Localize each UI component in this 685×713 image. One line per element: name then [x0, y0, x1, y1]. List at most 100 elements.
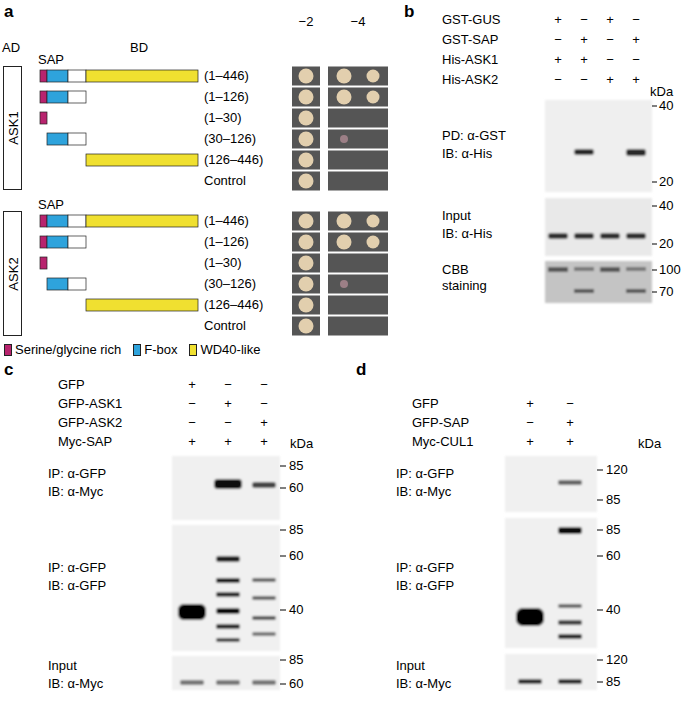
domain-bars	[40, 112, 47, 124]
sign-mark: +	[224, 396, 232, 412]
size-marker: 85	[289, 652, 303, 668]
western-blot	[548, 233, 568, 239]
size-marker: 60	[606, 548, 620, 564]
yeast-spots	[292, 212, 388, 336]
sign-mark: +	[606, 72, 614, 88]
construct-name: GFP	[58, 377, 85, 393]
panel-letter: c	[4, 360, 13, 380]
western-blot	[548, 267, 568, 272]
legend-swatch	[4, 344, 12, 356]
domain-bars	[86, 154, 198, 166]
yeast-spots	[299, 132, 314, 147]
marker-ticks	[597, 530, 603, 531]
construct-range: (126–446)	[204, 152, 263, 168]
construct-range: (1–446)	[204, 68, 249, 84]
domain-bars	[86, 70, 198, 82]
domain-bars	[40, 70, 47, 82]
yeast-spots	[299, 90, 314, 105]
marker-ticks	[280, 610, 286, 611]
western-blot	[558, 604, 582, 608]
marker-ticks	[597, 470, 603, 471]
western-blot	[252, 616, 276, 620]
yeast-spots	[328, 151, 388, 170]
construct-name: His-ASK2	[442, 72, 498, 88]
sign-mark: −	[580, 72, 588, 88]
yeast-spots	[328, 172, 388, 191]
western-blot	[574, 233, 594, 239]
label-text: kDa	[638, 436, 661, 452]
label-text: IB: α-His	[442, 146, 492, 162]
sign-mark: −	[260, 396, 268, 412]
construct-range: (30–126)	[204, 276, 256, 292]
western-blot	[545, 261, 652, 303]
label-text: AD	[2, 40, 20, 56]
yeast-spots	[328, 88, 388, 107]
western-blot	[180, 680, 204, 685]
size-marker: 40	[659, 98, 673, 114]
size-marker: 120	[606, 652, 628, 668]
construct-name: GST-GUS	[442, 12, 501, 28]
western-blot	[545, 100, 652, 192]
construct-range: (1–126)	[204, 234, 249, 250]
construct-range: (1–126)	[204, 89, 249, 105]
sign-mark: −	[566, 396, 574, 412]
marker-ticks	[652, 182, 657, 183]
sign-mark: +	[566, 415, 574, 431]
sign-mark: −	[606, 32, 614, 48]
marker-ticks	[652, 106, 657, 107]
legend-text: Serine/glycine rich	[15, 342, 121, 358]
western-blot	[626, 267, 646, 271]
label-text: IB: α-Myc	[48, 676, 103, 692]
domain-bars	[47, 133, 68, 145]
size-marker: 20	[659, 236, 673, 252]
sign-mark: +	[554, 12, 562, 28]
marker-ticks	[280, 530, 286, 531]
label-text: PD: α-GST	[442, 128, 506, 144]
domain-bars	[68, 70, 86, 82]
western-blot	[558, 620, 582, 625]
sign-mark: −	[188, 415, 196, 431]
size-marker: 100	[659, 262, 681, 278]
dilution-label: −2	[299, 14, 314, 30]
legend-swatch	[133, 344, 141, 356]
marker-ticks	[597, 660, 603, 661]
western-blot	[172, 525, 280, 651]
construct-range: (1–446)	[204, 213, 249, 229]
label-text: IP: α-GFP	[396, 560, 454, 576]
marker-ticks	[652, 244, 657, 245]
yeast-spots	[337, 90, 352, 105]
yeast-spots	[367, 91, 380, 104]
label-text: kDa	[650, 84, 673, 100]
sign-mark: +	[260, 415, 268, 431]
label-text: IB: α-GFP	[396, 578, 454, 594]
sign-mark: −	[224, 377, 232, 393]
western-blot	[252, 578, 276, 582]
panel-letter: a	[4, 2, 13, 22]
yeast-spots	[292, 109, 320, 128]
label-text: Input	[396, 658, 425, 674]
western-blot	[558, 634, 582, 639]
construct-range: Control	[204, 318, 246, 334]
western-blot	[626, 149, 646, 156]
size-marker: 40	[659, 198, 673, 214]
construct-title: ASK2	[5, 257, 20, 290]
marker-ticks	[280, 660, 286, 661]
construct-range: (1–30)	[204, 255, 242, 271]
yeast-spots	[292, 67, 388, 191]
size-marker: 60	[289, 676, 303, 692]
western-blot	[574, 289, 594, 293]
label-text: IP: α-GFP	[48, 466, 106, 482]
western-blot	[558, 679, 582, 684]
domain-bars	[47, 70, 68, 82]
western-blot	[505, 654, 597, 690]
western-blot	[252, 596, 276, 600]
yeast-spots	[340, 135, 348, 143]
marker-ticks	[597, 682, 603, 683]
sign-mark: +	[188, 377, 196, 393]
marker-ticks	[597, 556, 603, 557]
domain-label: SAP	[38, 52, 64, 68]
panel-letter: b	[404, 2, 414, 22]
marker-ticks	[280, 106, 657, 684]
marker-ticks	[280, 488, 286, 489]
size-marker: 20	[659, 174, 673, 190]
